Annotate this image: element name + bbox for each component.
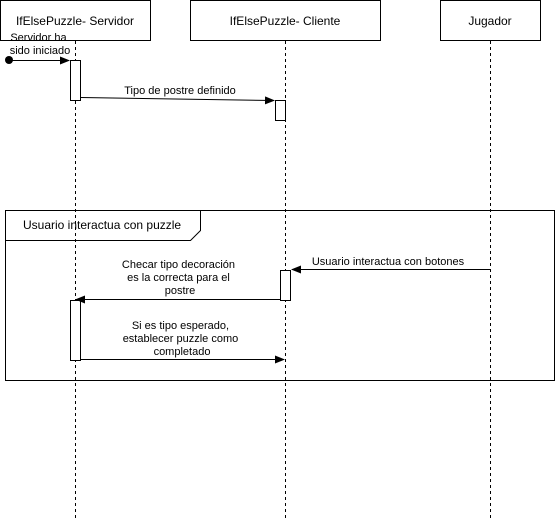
message-postre-label: Tipo de postre definido [124, 85, 236, 97]
message-checar: Checar tipo decoración es la correcta pa… [75, 259, 280, 304]
participant-jugador-label: Jugador [468, 14, 511, 28]
message-init-line: sido iniciado [10, 45, 71, 57]
participant-jugador: Jugador [440, 0, 541, 41]
message-completado-line: completado [154, 346, 211, 358]
activation-cliente-2 [280, 270, 291, 301]
message-botones-label: Usuario interactua con botones [312, 256, 465, 268]
message-completado: Si es tipo esperado, establecer puzzle c… [81, 320, 285, 364]
message-completado-line: establecer puzzle como [123, 333, 239, 345]
message-checar-line: Checar tipo decoración [122, 259, 235, 271]
message-completado-line: Si es tipo esperado, [132, 320, 229, 332]
activation-servidor-2 [70, 300, 81, 361]
message-init-label: Servidor ha sido iniciado [10, 32, 71, 57]
activation-servidor-1 [70, 60, 81, 101]
participant-servidor: IfElsePuzzle- Servidor [0, 0, 151, 41]
message-completado-label: Si es tipo esperado, establecer puzzle c… [123, 320, 242, 358]
message-init: Servidor ha sido iniciado [5, 32, 71, 65]
message-init-line: Servidor ha [10, 32, 67, 44]
participant-cliente: IfElsePuzzle- Cliente [190, 0, 381, 41]
participant-cliente-label: IfElsePuzzle- Cliente [230, 14, 341, 28]
message-botones: Usuario interactua con botones [291, 256, 490, 274]
fragment-label: Usuario interactua con puzzle [23, 218, 181, 232]
message-checar-label: Checar tipo decoración es la correcta pa… [122, 259, 238, 297]
activation-cliente-1 [275, 100, 286, 121]
message-postre: Tipo de postre definido [80, 85, 275, 105]
fragment-frame: Usuario interactua con puzzle [5, 210, 555, 381]
message-checar-line: postre [165, 285, 196, 297]
message-checar-line: es la correcta para el [127, 272, 230, 284]
participant-servidor-label: IfElsePuzzle- Servidor [16, 14, 134, 28]
